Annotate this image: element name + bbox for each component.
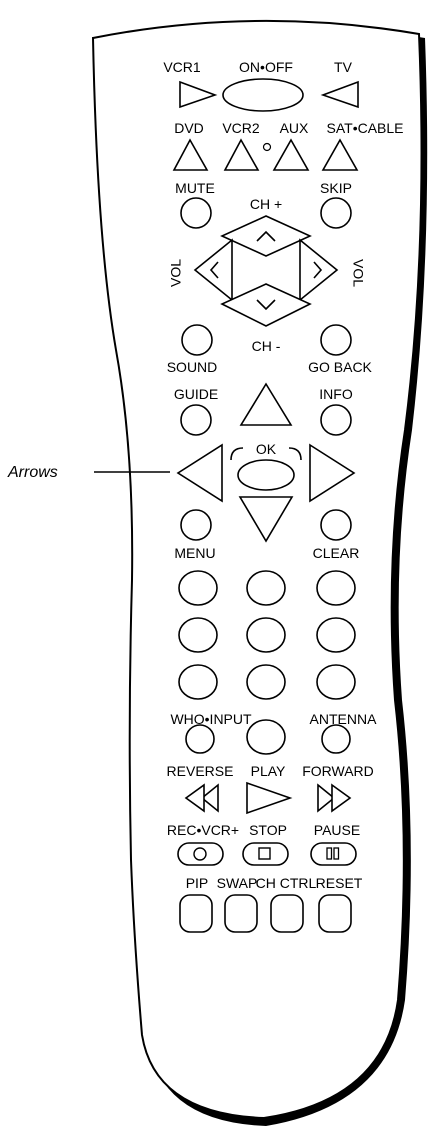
keypad-button[interactable] [316, 617, 356, 653]
dvd-button[interactable] [172, 138, 209, 171]
clear-button[interactable] [320, 509, 352, 541]
ok-button[interactable] [237, 459, 295, 491]
keypad-button[interactable] [316, 570, 356, 606]
left-chevron-icon [209, 261, 219, 279]
stop-button[interactable] [242, 842, 289, 866]
who-input-label: WHO•INPUT [170, 711, 252, 727]
record-button[interactable] [177, 842, 224, 866]
ch-down-button[interactable] [220, 283, 312, 327]
remote-body [91, 19, 423, 1120]
keypad-button[interactable] [246, 664, 286, 700]
reverse-label: REVERSE [167, 763, 234, 779]
info-button[interactable] [320, 404, 352, 436]
reset-button[interactable] [318, 894, 352, 933]
arrow-up-button[interactable] [239, 382, 293, 426]
stop-icon [258, 847, 271, 860]
right-chevron-icon [313, 261, 323, 279]
sound-label: SOUND [167, 359, 218, 375]
play-button[interactable] [246, 781, 293, 815]
arrow-down-button[interactable] [238, 496, 294, 543]
pause-label: PAUSE [314, 822, 360, 838]
arrow-right-button[interactable] [309, 443, 356, 503]
antenna-button[interactable] [321, 724, 351, 754]
on-off-button[interactable] [222, 78, 304, 112]
mute-button[interactable] [180, 197, 212, 229]
forward-button[interactable] [317, 783, 336, 813]
arrow-left-button[interactable] [176, 443, 223, 503]
ch-plus-label: CH + [250, 196, 282, 212]
aux-label: AUX [280, 120, 309, 136]
vol-up-button[interactable] [299, 238, 339, 302]
mute-label: MUTE [175, 180, 215, 196]
ok-bracket-right [288, 447, 302, 461]
antenna-label: ANTENNA [310, 711, 378, 727]
rewind-icon [184, 783, 205, 813]
info-label: INFO [319, 386, 353, 402]
ok-label: OK [256, 441, 277, 457]
rec-vcr-label: REC•VCR+ [167, 822, 239, 838]
ch-ctrl-label: CH CTRL [256, 875, 317, 891]
keypad-button[interactable] [178, 570, 218, 606]
sat-cable-label: SAT•CABLE [327, 120, 404, 136]
play-label: PLAY [251, 763, 286, 779]
vcr2-label: VCR2 [222, 120, 260, 136]
swap-button[interactable] [224, 894, 258, 933]
keypad-button[interactable] [246, 570, 286, 606]
keypad-button[interactable] [246, 617, 286, 653]
tv-label: TV [334, 59, 353, 75]
aux-button[interactable] [272, 138, 310, 171]
skip-label: SKIP [320, 180, 352, 196]
vcr1-button[interactable] [179, 80, 218, 109]
up-chevron-icon [256, 230, 276, 242]
forward-label: FORWARD [302, 763, 374, 779]
vol-down-button[interactable] [193, 238, 233, 302]
sound-button[interactable] [181, 324, 213, 356]
dvd-label: DVD [174, 120, 204, 136]
keypad-button[interactable] [246, 719, 286, 755]
sat-cable-button[interactable] [321, 138, 359, 171]
keypad-button[interactable] [178, 617, 218, 653]
fast-forward-icon [331, 783, 352, 813]
vcr1-label: VCR1 [163, 59, 201, 75]
pip-button[interactable] [179, 894, 213, 933]
down-chevron-icon [256, 299, 276, 311]
reverse-button[interactable] [200, 783, 219, 813]
guide-label: GUIDE [174, 386, 218, 402]
guide-button[interactable] [180, 404, 212, 436]
menu-label: MENU [174, 545, 215, 561]
vcr2-button[interactable] [223, 138, 260, 171]
ch-ctrl-button[interactable] [270, 894, 304, 933]
ch-up-button[interactable] [220, 215, 312, 257]
pip-label: PIP [186, 875, 209, 891]
tv-button[interactable] [320, 80, 359, 109]
ok-bracket-left [230, 447, 244, 461]
clear-label: CLEAR [313, 545, 360, 561]
keypad-button[interactable] [178, 664, 218, 700]
pause-icon [333, 847, 340, 860]
record-icon [193, 847, 207, 861]
who-input-button[interactable] [185, 724, 215, 754]
pause-icon [326, 847, 333, 860]
go-back-label: GO BACK [308, 359, 372, 375]
ch-minus-label: CH - [252, 338, 281, 354]
skip-button[interactable] [320, 197, 352, 229]
swap-label: SWAP [217, 875, 258, 891]
vol-left-label: VOL [168, 259, 184, 287]
vol-right-label: VOL [350, 259, 366, 287]
reset-label: RESET [316, 875, 363, 891]
menu-button[interactable] [180, 509, 212, 541]
stop-label: STOP [249, 822, 287, 838]
arrows-callout: Arrows [7, 464, 58, 481]
indicator-light-icon [262, 142, 272, 152]
go-back-button[interactable] [320, 324, 352, 356]
on-off-label: ON•OFF [239, 59, 293, 75]
keypad-button[interactable] [316, 664, 356, 700]
